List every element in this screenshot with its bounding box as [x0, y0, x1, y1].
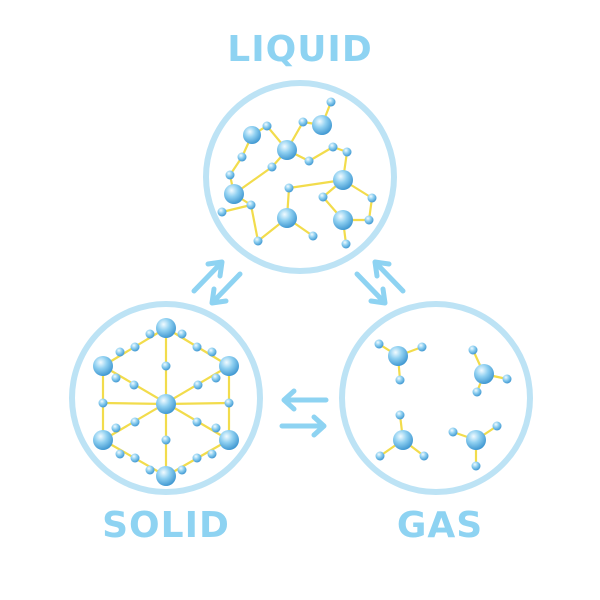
liquid-atom: [333, 170, 353, 190]
liquid-bond: [307, 145, 335, 163]
gas-atom: [395, 375, 405, 385]
solid-atom: [177, 329, 187, 339]
solid-bond: [164, 401, 231, 406]
solid-atom: [93, 356, 113, 376]
solid-atom: [145, 465, 155, 475]
liquid-atom: [246, 200, 256, 210]
liquid-atom: [333, 210, 353, 230]
gas-circle: [339, 301, 533, 495]
solid-bond: [101, 401, 168, 406]
liquid-atom: [341, 239, 351, 249]
liquid-label: LIQUID: [227, 29, 373, 70]
gas-atom: [395, 410, 405, 420]
gas-atom: [419, 451, 429, 461]
gas-atom: [393, 430, 413, 450]
gas-atom: [472, 387, 482, 397]
solid-atom: [192, 417, 202, 427]
liquid-atom: [225, 170, 235, 180]
liquid-atom: [237, 152, 247, 162]
solid-atom: [156, 318, 176, 338]
liquid-atoms: [217, 97, 377, 249]
liquid-atom: [253, 236, 263, 246]
solid-atom: [130, 417, 140, 427]
solid-atom: [224, 398, 234, 408]
solid-atom: [192, 342, 202, 352]
solid-atom: [93, 430, 113, 450]
solid-atom: [211, 373, 221, 383]
liquid-atom: [267, 162, 277, 172]
solid-atom: [219, 356, 239, 376]
solid-atom: [98, 398, 108, 408]
solid-atom: [156, 466, 176, 486]
solid-atom: [111, 423, 121, 433]
solid-atom: [161, 435, 171, 445]
arrow-liquid-to-gas: [354, 271, 388, 306]
solid-atom: [156, 394, 176, 414]
arrow-solid-to-liquid: [191, 259, 225, 294]
gas-atom: [502, 374, 512, 384]
liquid-atom: [328, 142, 338, 152]
solid-atom: [130, 453, 140, 463]
liquid-bond: [220, 203, 253, 214]
gas-atom: [474, 364, 494, 384]
liquid-atom: [308, 231, 318, 241]
gas-atom: [375, 451, 385, 461]
liquid-atom: [277, 208, 297, 228]
liquid-atom: [243, 126, 261, 144]
solid-atom: [207, 449, 217, 459]
liquid-atom: [284, 183, 294, 193]
solid-atom: [193, 380, 203, 390]
gas-atom: [417, 342, 427, 352]
liquid-atom: [277, 140, 297, 160]
arrow-solid-to-gas: [279, 414, 327, 438]
solid-atom: [129, 380, 139, 390]
solid-atom: [130, 342, 140, 352]
solid-atom: [192, 453, 202, 463]
liquid-atom: [367, 193, 377, 203]
solid-atom: [115, 449, 125, 459]
gas-atom: [466, 430, 486, 450]
solid-atoms: [93, 318, 239, 486]
solid-atom: [115, 347, 125, 357]
gas-atom: [492, 421, 502, 431]
liquid-atom: [217, 207, 227, 217]
transition-arrows: [191, 259, 406, 438]
arrow-gas-to-liquid: [372, 259, 406, 294]
solid-atom: [211, 423, 221, 433]
liquid-atom: [342, 147, 352, 157]
liquid-atom: [262, 121, 272, 131]
liquid-atom: [304, 156, 314, 166]
solid-atom: [219, 430, 239, 450]
liquid-circle: [203, 80, 397, 274]
solid-atom: [207, 347, 217, 357]
arrow-gas-to-solid: [281, 388, 329, 412]
solid-atom: [111, 373, 121, 383]
solid-atom: [161, 361, 171, 371]
liquid-atom: [318, 192, 328, 202]
liquid-atom: [326, 97, 336, 107]
liquid-atom: [312, 115, 332, 135]
liquid-atom: [224, 184, 244, 204]
solid-label: SOLID: [102, 505, 230, 546]
gas-atom: [471, 461, 481, 471]
liquid-atom: [364, 215, 374, 225]
gas-atom: [388, 346, 408, 366]
liquid-bond: [249, 203, 260, 243]
gas-atoms: [374, 339, 512, 471]
arrow-liquid-to-solid: [209, 271, 243, 306]
gas-atom: [468, 345, 478, 355]
gas-atom: [374, 339, 384, 349]
solid-atom: [177, 465, 187, 475]
gas-label: GAS: [396, 505, 484, 546]
gas-atom: [448, 427, 458, 437]
solid-atom: [145, 329, 155, 339]
liquid-atom: [298, 117, 308, 127]
